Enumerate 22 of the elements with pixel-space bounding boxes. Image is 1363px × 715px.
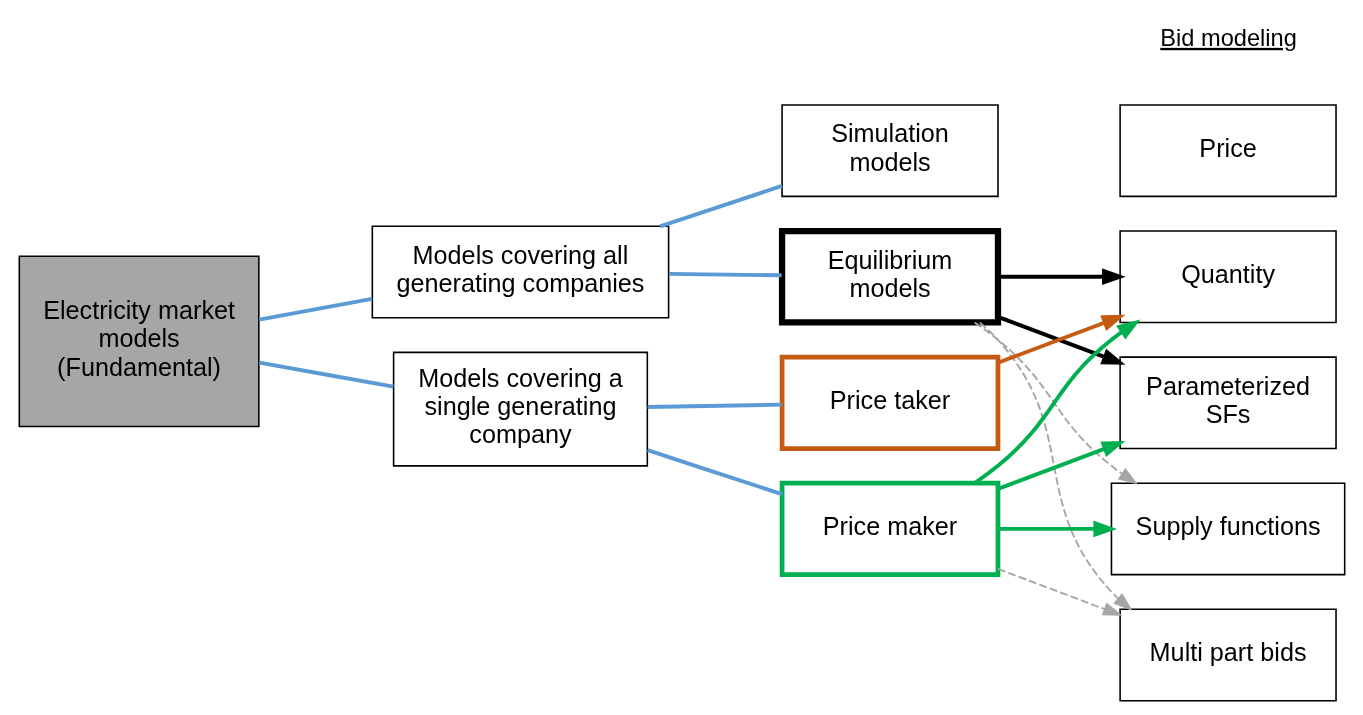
node-box: Simulation models [780, 104, 999, 198]
arrow [978, 321, 1133, 611]
connector [646, 448, 783, 496]
node-box: Price [1118, 104, 1337, 198]
connector [668, 271, 782, 278]
node-box: Electricity market models (Fundamental) [18, 255, 260, 428]
label: Bid modeling [1159, 24, 1297, 51]
node-box: Price taker [779, 354, 1000, 451]
arrow [997, 520, 1117, 538]
node-box: Quantity [1118, 230, 1337, 324]
connector [258, 297, 372, 322]
node-box: Supply functions [1110, 482, 1345, 576]
arrow [996, 568, 1122, 616]
node-box: Multi part bids [1118, 608, 1337, 702]
node-box: Models covering a single generating company [392, 351, 648, 467]
connector [647, 402, 782, 409]
connector [258, 360, 394, 389]
node-box: Equilibrium models [778, 227, 1001, 326]
node-box: Models covering all generating companies [371, 225, 669, 319]
node-box: Price maker [779, 480, 1000, 577]
node-box: Parameterized SFs [1118, 356, 1337, 450]
connector [658, 184, 783, 229]
